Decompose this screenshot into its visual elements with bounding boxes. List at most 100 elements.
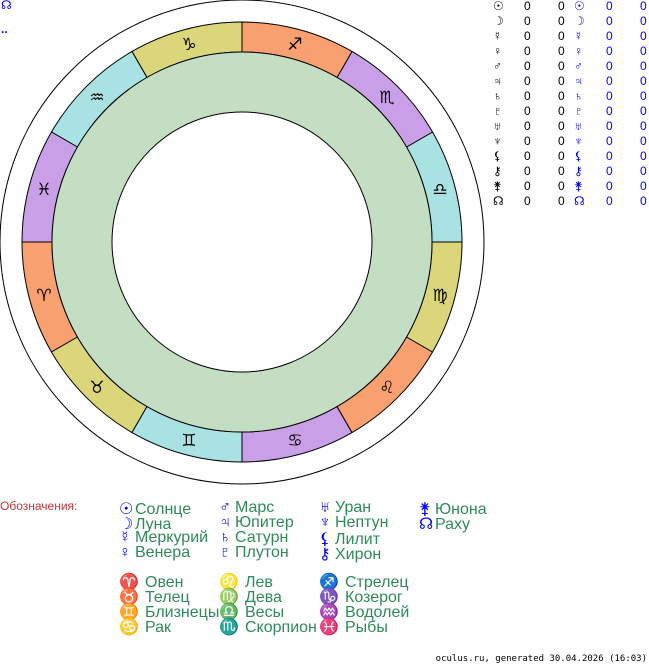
value: 0 xyxy=(558,179,565,193)
legend-glyph-icon: ♃ xyxy=(219,514,231,531)
legend-glyph-icon: ♇ xyxy=(219,544,231,561)
legend-item: ⚵Юнона xyxy=(419,499,487,519)
legend-glyph-icon: ♑ xyxy=(319,589,339,606)
value: 0 xyxy=(640,179,647,193)
legend-label: Близнецы xyxy=(145,604,220,621)
planet-icon: ♆ xyxy=(574,134,583,148)
value: 0 xyxy=(606,164,613,178)
legend-label: Водолей xyxy=(345,604,410,621)
legend-glyph-icon: ♍ xyxy=(219,589,239,606)
planet-icon: ♅ xyxy=(574,119,583,133)
value: 0 xyxy=(640,14,647,28)
sign-glyph-icon: ♎ xyxy=(432,180,447,200)
value: 0 xyxy=(606,104,613,118)
value: 0 xyxy=(558,14,565,28)
value: 0 xyxy=(640,29,647,43)
value: 0 xyxy=(524,164,531,178)
legend-label: Уран xyxy=(335,499,372,516)
legend-glyph-icon: ♉ xyxy=(119,589,139,606)
legend-label: Меркурий xyxy=(135,529,209,546)
sign-glyph-icon: ♐ xyxy=(287,35,302,55)
legend-item: ♍ Дева xyxy=(219,587,282,607)
planet-icon: ♃ xyxy=(493,74,502,88)
legend-label: Юнона xyxy=(435,501,487,518)
value: 0 xyxy=(606,14,613,28)
footer: oculus.ru, generated 30.04.2026 (16:03) xyxy=(435,654,647,664)
planet-icon: ☉ xyxy=(574,0,585,13)
value: 0 xyxy=(606,44,613,58)
legend-label: Юпитер xyxy=(235,514,294,531)
legend-item: ♌Лев xyxy=(219,572,273,592)
value: 0 xyxy=(640,194,647,208)
sign-glyph-icon: ♏ xyxy=(379,88,394,108)
legend-item: ♓Рыбы xyxy=(319,617,388,637)
planet-icon: ☊ xyxy=(493,194,504,208)
value: 0 xyxy=(524,29,531,43)
value: 0 xyxy=(524,104,531,118)
sign-glyph-icon: ♌ xyxy=(379,378,394,398)
legend-label: Солнце xyxy=(135,501,192,518)
legend-glyph-icon: ♌ xyxy=(219,574,239,591)
legend-label: Венера xyxy=(135,544,191,561)
planet-icon: ⚵ xyxy=(574,179,583,193)
planet-icon: ☽ xyxy=(574,14,585,28)
legend-label: Плутон xyxy=(235,544,289,561)
planet-icon: ☽ xyxy=(493,14,504,28)
value: 0 xyxy=(606,149,613,163)
value: 0 xyxy=(640,74,647,88)
value: 0 xyxy=(606,0,613,13)
planet-icon: ♂ xyxy=(574,59,583,73)
value: 0 xyxy=(558,134,565,148)
sign-glyph-icon: ♍ xyxy=(432,286,447,306)
value: 0 xyxy=(558,149,565,163)
legend-glyph-icon: ☉ xyxy=(119,501,134,518)
legend-glyph-icon: ☽ xyxy=(119,516,134,533)
legend-glyph-icon: ♎ xyxy=(219,604,239,621)
value: 0 xyxy=(524,0,531,13)
planet-icon: ♂ xyxy=(493,59,502,73)
value: 0 xyxy=(640,0,647,13)
legend-label: Весы xyxy=(245,604,285,621)
value: 0 xyxy=(524,179,531,193)
legend-item: ♉Телец xyxy=(119,587,190,607)
planet-icon: ♄ xyxy=(574,89,583,103)
legend-item: ⚸Лилит xyxy=(319,529,380,549)
inner-circle xyxy=(111,111,373,373)
legend-item: ☊Раху xyxy=(419,514,470,534)
rahu-icon: ☊ xyxy=(1,0,12,12)
value: 0 xyxy=(558,119,565,133)
legend-item: ♐Стрелец xyxy=(319,572,409,592)
planet-icon: ☉ xyxy=(493,0,504,13)
legend-label: Рыбы xyxy=(345,619,388,636)
value: 0 xyxy=(558,164,565,178)
value: 0 xyxy=(524,134,531,148)
planet-icon: ♃ xyxy=(574,74,583,88)
value: 0 xyxy=(524,149,531,163)
legend-title: Обозначения: xyxy=(0,499,78,513)
value: 0 xyxy=(606,134,613,148)
planet-icon: ♄ xyxy=(493,89,502,103)
planet-icon: ⚸ xyxy=(493,149,502,163)
value: 0 xyxy=(524,44,531,58)
value: 0 xyxy=(558,194,565,208)
legend-label: Дева xyxy=(245,589,282,606)
planet-icon: ☊ xyxy=(574,194,585,208)
legend-glyph-icon: ♋ xyxy=(119,619,139,636)
value: 0 xyxy=(606,74,613,88)
planet-icon: ♀ xyxy=(493,44,502,58)
legend-item: ♊Близнецы xyxy=(119,602,219,622)
value: 0 xyxy=(524,119,531,133)
planet-icon: ⚷ xyxy=(574,164,583,178)
value: 0 xyxy=(558,59,565,73)
legend-glyph-icon: ⚸ xyxy=(319,531,331,548)
value: 0 xyxy=(640,44,647,58)
